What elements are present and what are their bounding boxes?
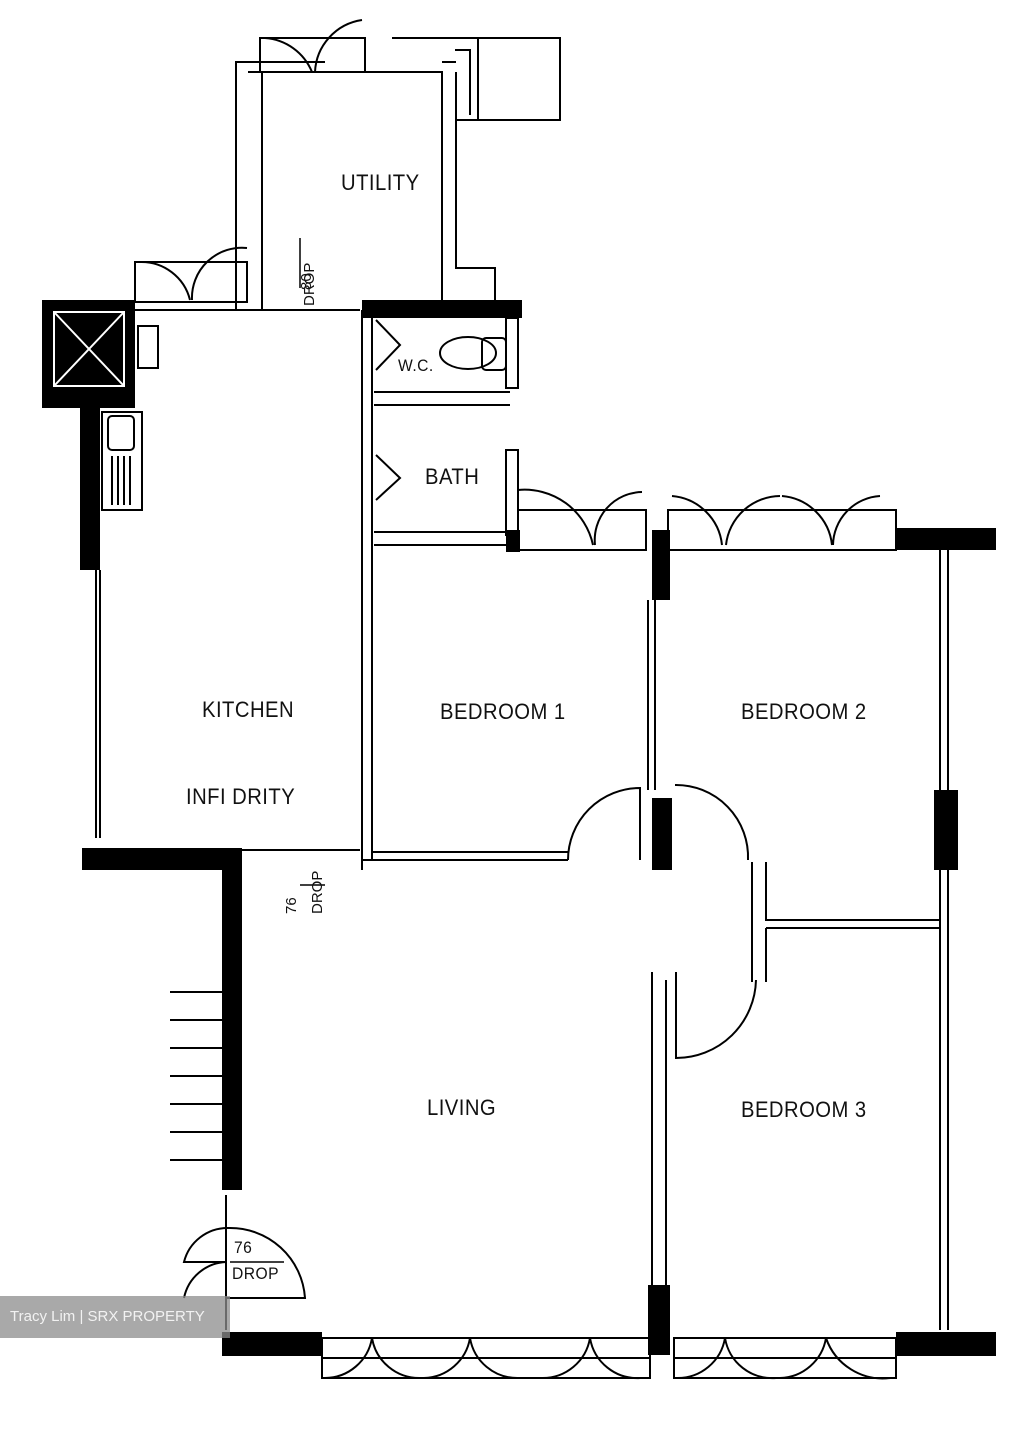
utility-drop-label: DROP	[301, 262, 318, 306]
room-label-utility: UTILITY	[341, 170, 420, 195]
watermark: Tracy Lim | SRX PROPERTY	[0, 1296, 230, 1338]
entrance-drop-value: 76	[234, 1238, 253, 1257]
kitchen-drop-label: DROP	[309, 870, 326, 914]
room-label-living: LIVING	[427, 1095, 497, 1120]
kitchen-drop-value: 76	[283, 897, 300, 914]
room-label-kitchen-sub: INFI DRITY	[186, 784, 296, 809]
entrance-drop-label: DROP	[232, 1264, 280, 1283]
room-label-bedroom-2: BEDROOM 2	[741, 699, 867, 724]
room-label-bath: BATH	[425, 464, 480, 489]
room-label-kitchen: KITCHEN	[202, 697, 295, 722]
room-label-bedroom-1: BEDROOM 1	[440, 699, 566, 724]
room-label-bedroom-3: BEDROOM 3	[741, 1097, 867, 1122]
room-label-wc: W.C.	[398, 356, 434, 375]
